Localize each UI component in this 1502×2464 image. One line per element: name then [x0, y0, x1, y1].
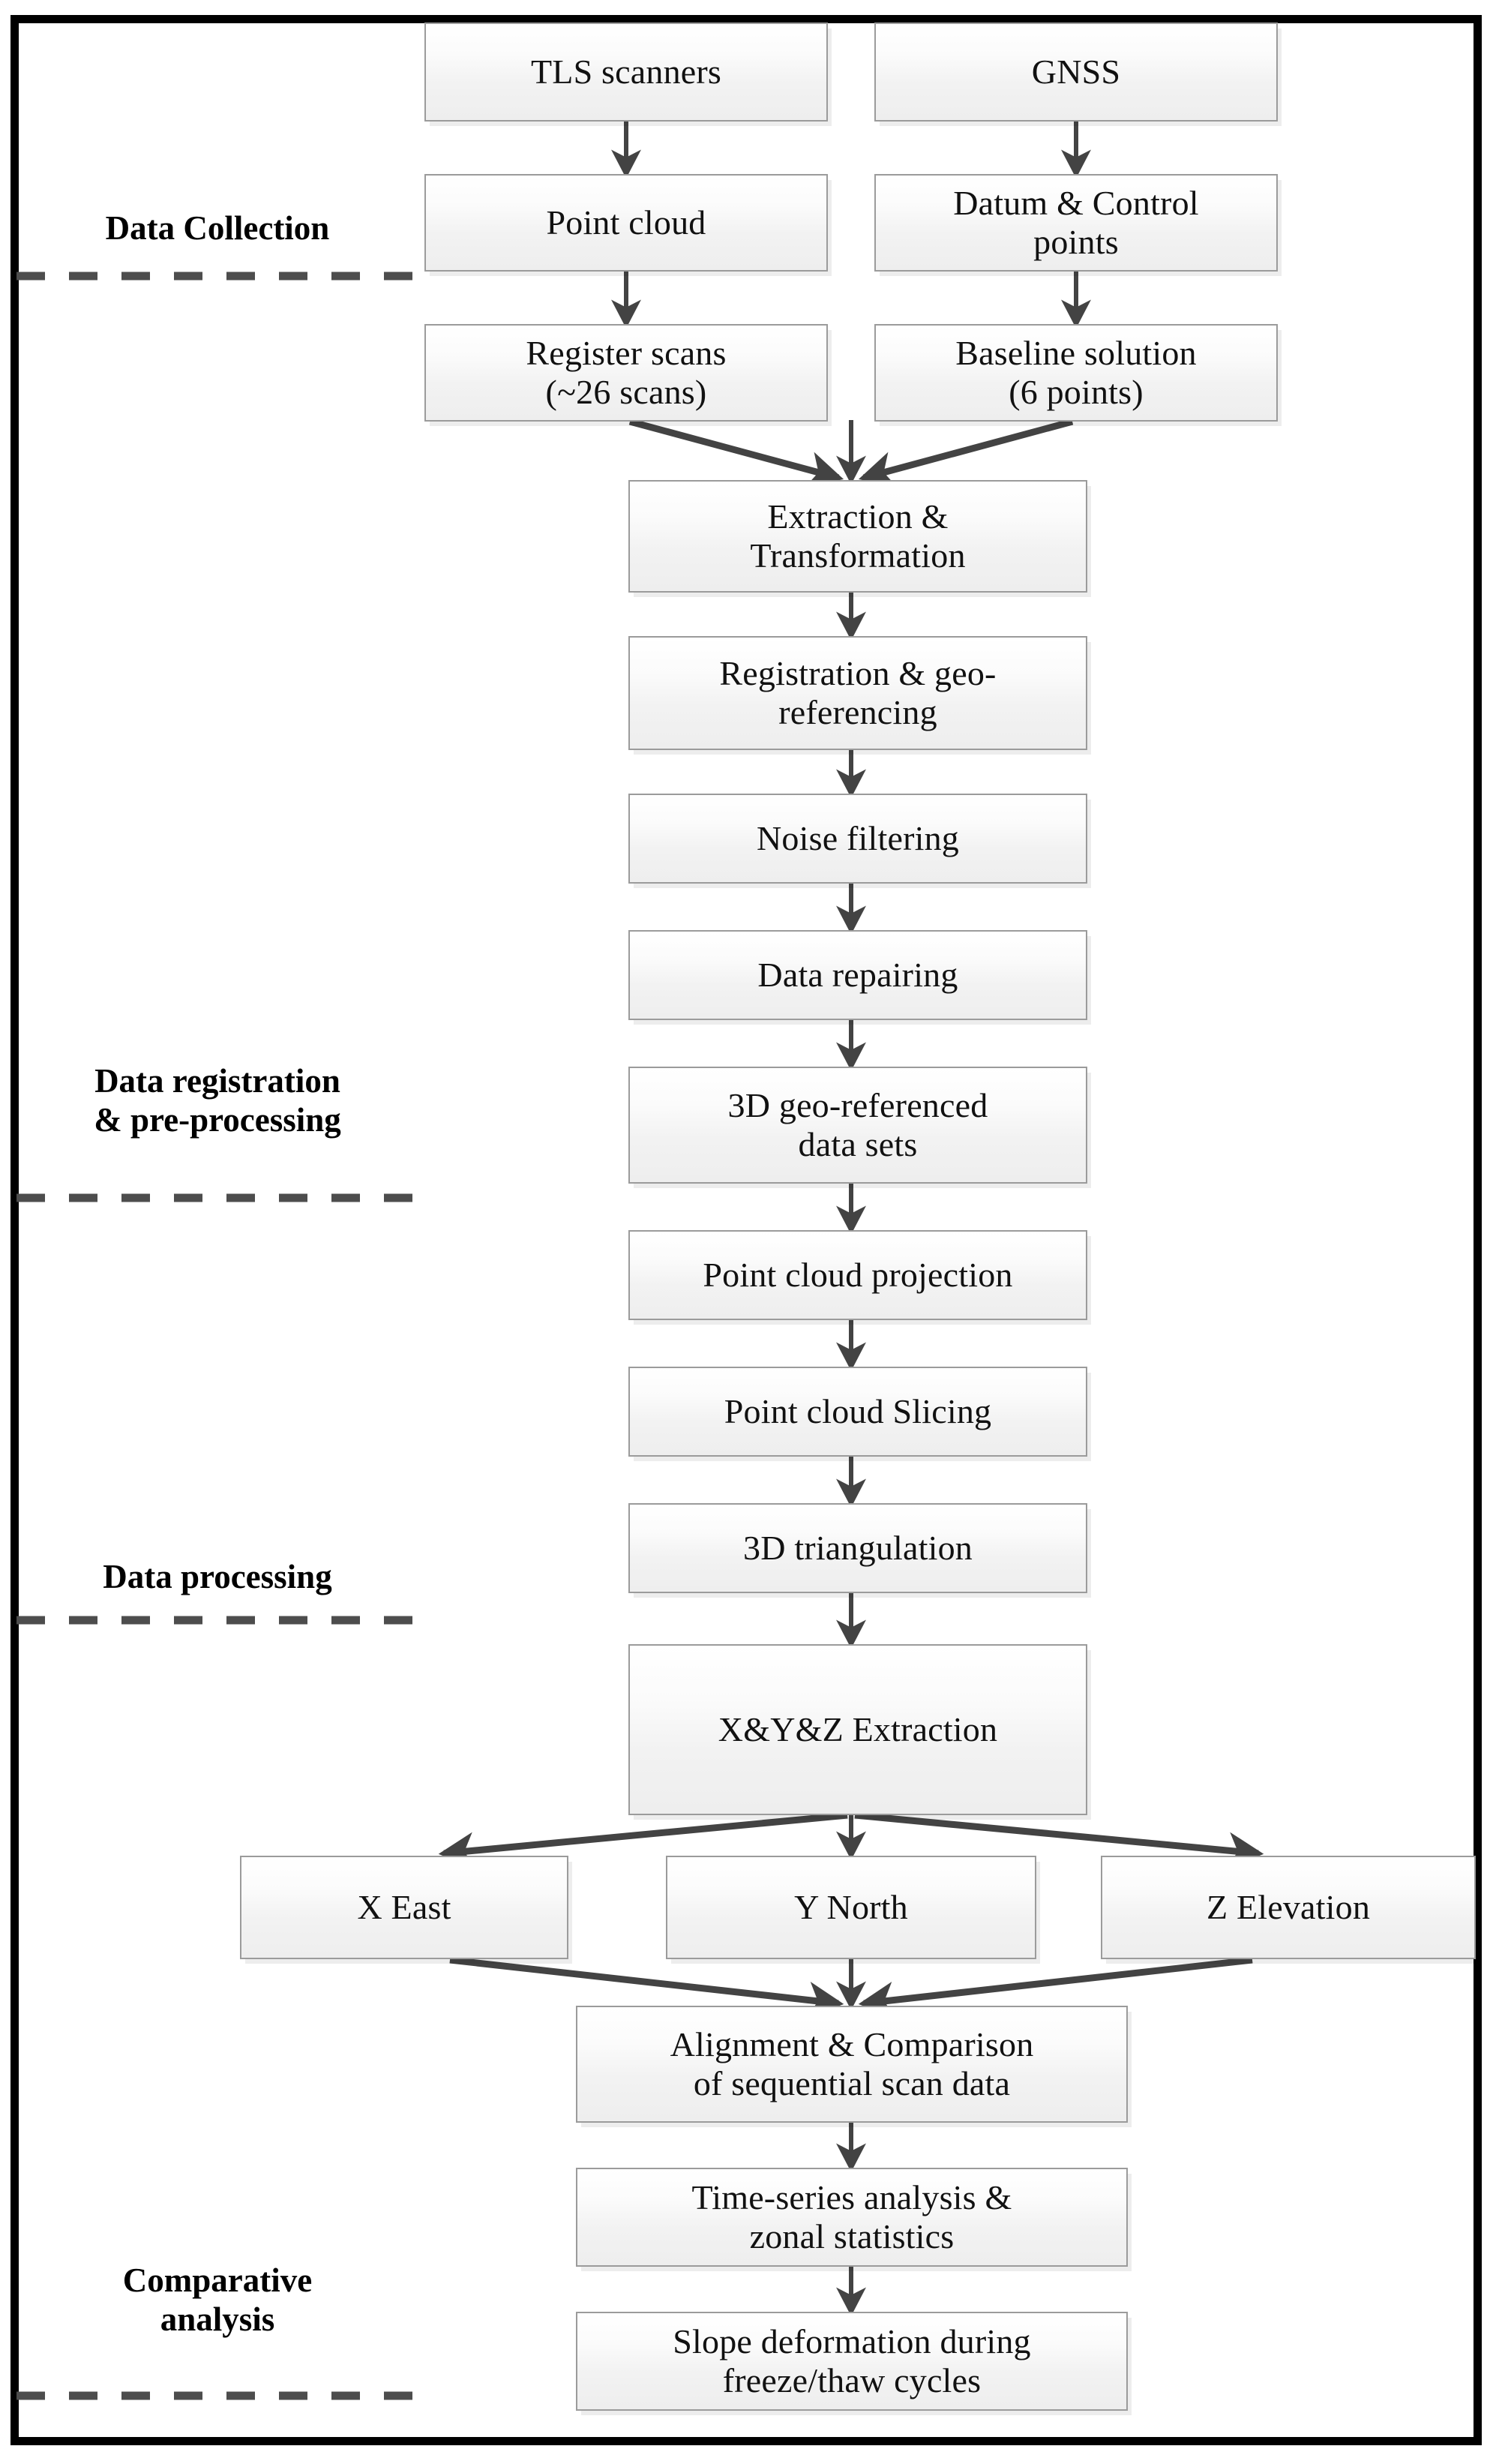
- node-label: Datum & Control points: [953, 184, 1199, 261]
- node-slope-deformation[interactable]: Slope deformation during freeze/thaw cyc…: [576, 2312, 1128, 2411]
- stage-label-comparative-analysis: Comparative analysis: [122, 2261, 313, 2339]
- node-label: Point cloud Slicing: [724, 1392, 992, 1431]
- node-point-cloud[interactable]: Point cloud: [424, 174, 828, 272]
- node-point-cloud-slicing[interactable]: Point cloud Slicing: [628, 1367, 1087, 1457]
- node-label: X East: [357, 1888, 451, 1927]
- node-registration-georeferencing[interactable]: Registration & geo- referencing: [628, 636, 1087, 750]
- node-label: Alignment & Comparison of sequential sca…: [670, 2025, 1034, 2102]
- node-label: Slope deformation during freeze/thaw cyc…: [673, 2322, 1031, 2399]
- node-label: Registration & geo- referencing: [719, 654, 997, 731]
- node-3d-georeferenced-data-sets[interactable]: 3D geo-referenced data sets: [628, 1067, 1087, 1184]
- node-datum-control-points[interactable]: Datum & Control points: [874, 174, 1278, 272]
- node-label: Z Elevation: [1206, 1888, 1371, 1927]
- node-label: Y North: [794, 1888, 908, 1927]
- node-alignment-comparison[interactable]: Alignment & Comparison of sequential sca…: [576, 2006, 1128, 2123]
- node-label: Extraction & Transformation: [750, 497, 966, 575]
- node-point-cloud-projection[interactable]: Point cloud projection: [628, 1230, 1087, 1320]
- node-label: Data repairing: [757, 956, 958, 995]
- node-label: 3D geo-referenced data sets: [727, 1086, 988, 1163]
- node-baseline-solution[interactable]: Baseline solution (6 points): [874, 324, 1278, 422]
- node-data-repairing[interactable]: Data repairing: [628, 930, 1087, 1020]
- node-label: 3D triangulation: [743, 1529, 973, 1568]
- node-label: Point cloud projection: [703, 1256, 1013, 1295]
- node-3d-triangulation[interactable]: 3D triangulation: [628, 1503, 1087, 1593]
- node-label: Point cloud: [546, 203, 706, 242]
- node-register-scans[interactable]: Register scans (~26 scans): [424, 324, 828, 422]
- node-z-elevation[interactable]: Z Elevation: [1101, 1856, 1476, 1959]
- stage-label-data-processing: Data processing: [103, 1558, 332, 1595]
- node-label: Register scans (~26 scans): [526, 334, 727, 411]
- node-label: X&Y&Z Extraction: [718, 1710, 998, 1749]
- node-label: Noise filtering: [757, 819, 959, 858]
- stage-label-data-registration: Data registration & pre-processing: [94, 1062, 341, 1139]
- node-label: Time-series analysis & zonal statistics: [691, 2178, 1012, 2255]
- stage-label-data-collection: Data Collection: [105, 209, 330, 247]
- node-time-series-analysis[interactable]: Time-series analysis & zonal statistics: [576, 2168, 1128, 2267]
- node-gnss[interactable]: GNSS: [874, 23, 1278, 122]
- node-extraction-transformation[interactable]: Extraction & Transformation: [628, 480, 1087, 593]
- node-x-east[interactable]: X East: [240, 1856, 568, 1959]
- node-noise-filtering[interactable]: Noise filtering: [628, 794, 1087, 884]
- node-label: TLS scanners: [530, 53, 722, 92]
- node-y-north[interactable]: Y North: [666, 1856, 1036, 1959]
- node-tls-scanners[interactable]: TLS scanners: [424, 23, 828, 122]
- node-label: GNSS: [1031, 53, 1121, 92]
- node-xyz-extraction[interactable]: X&Y&Z Extraction: [628, 1644, 1087, 1815]
- node-label: Baseline solution (6 points): [955, 334, 1197, 411]
